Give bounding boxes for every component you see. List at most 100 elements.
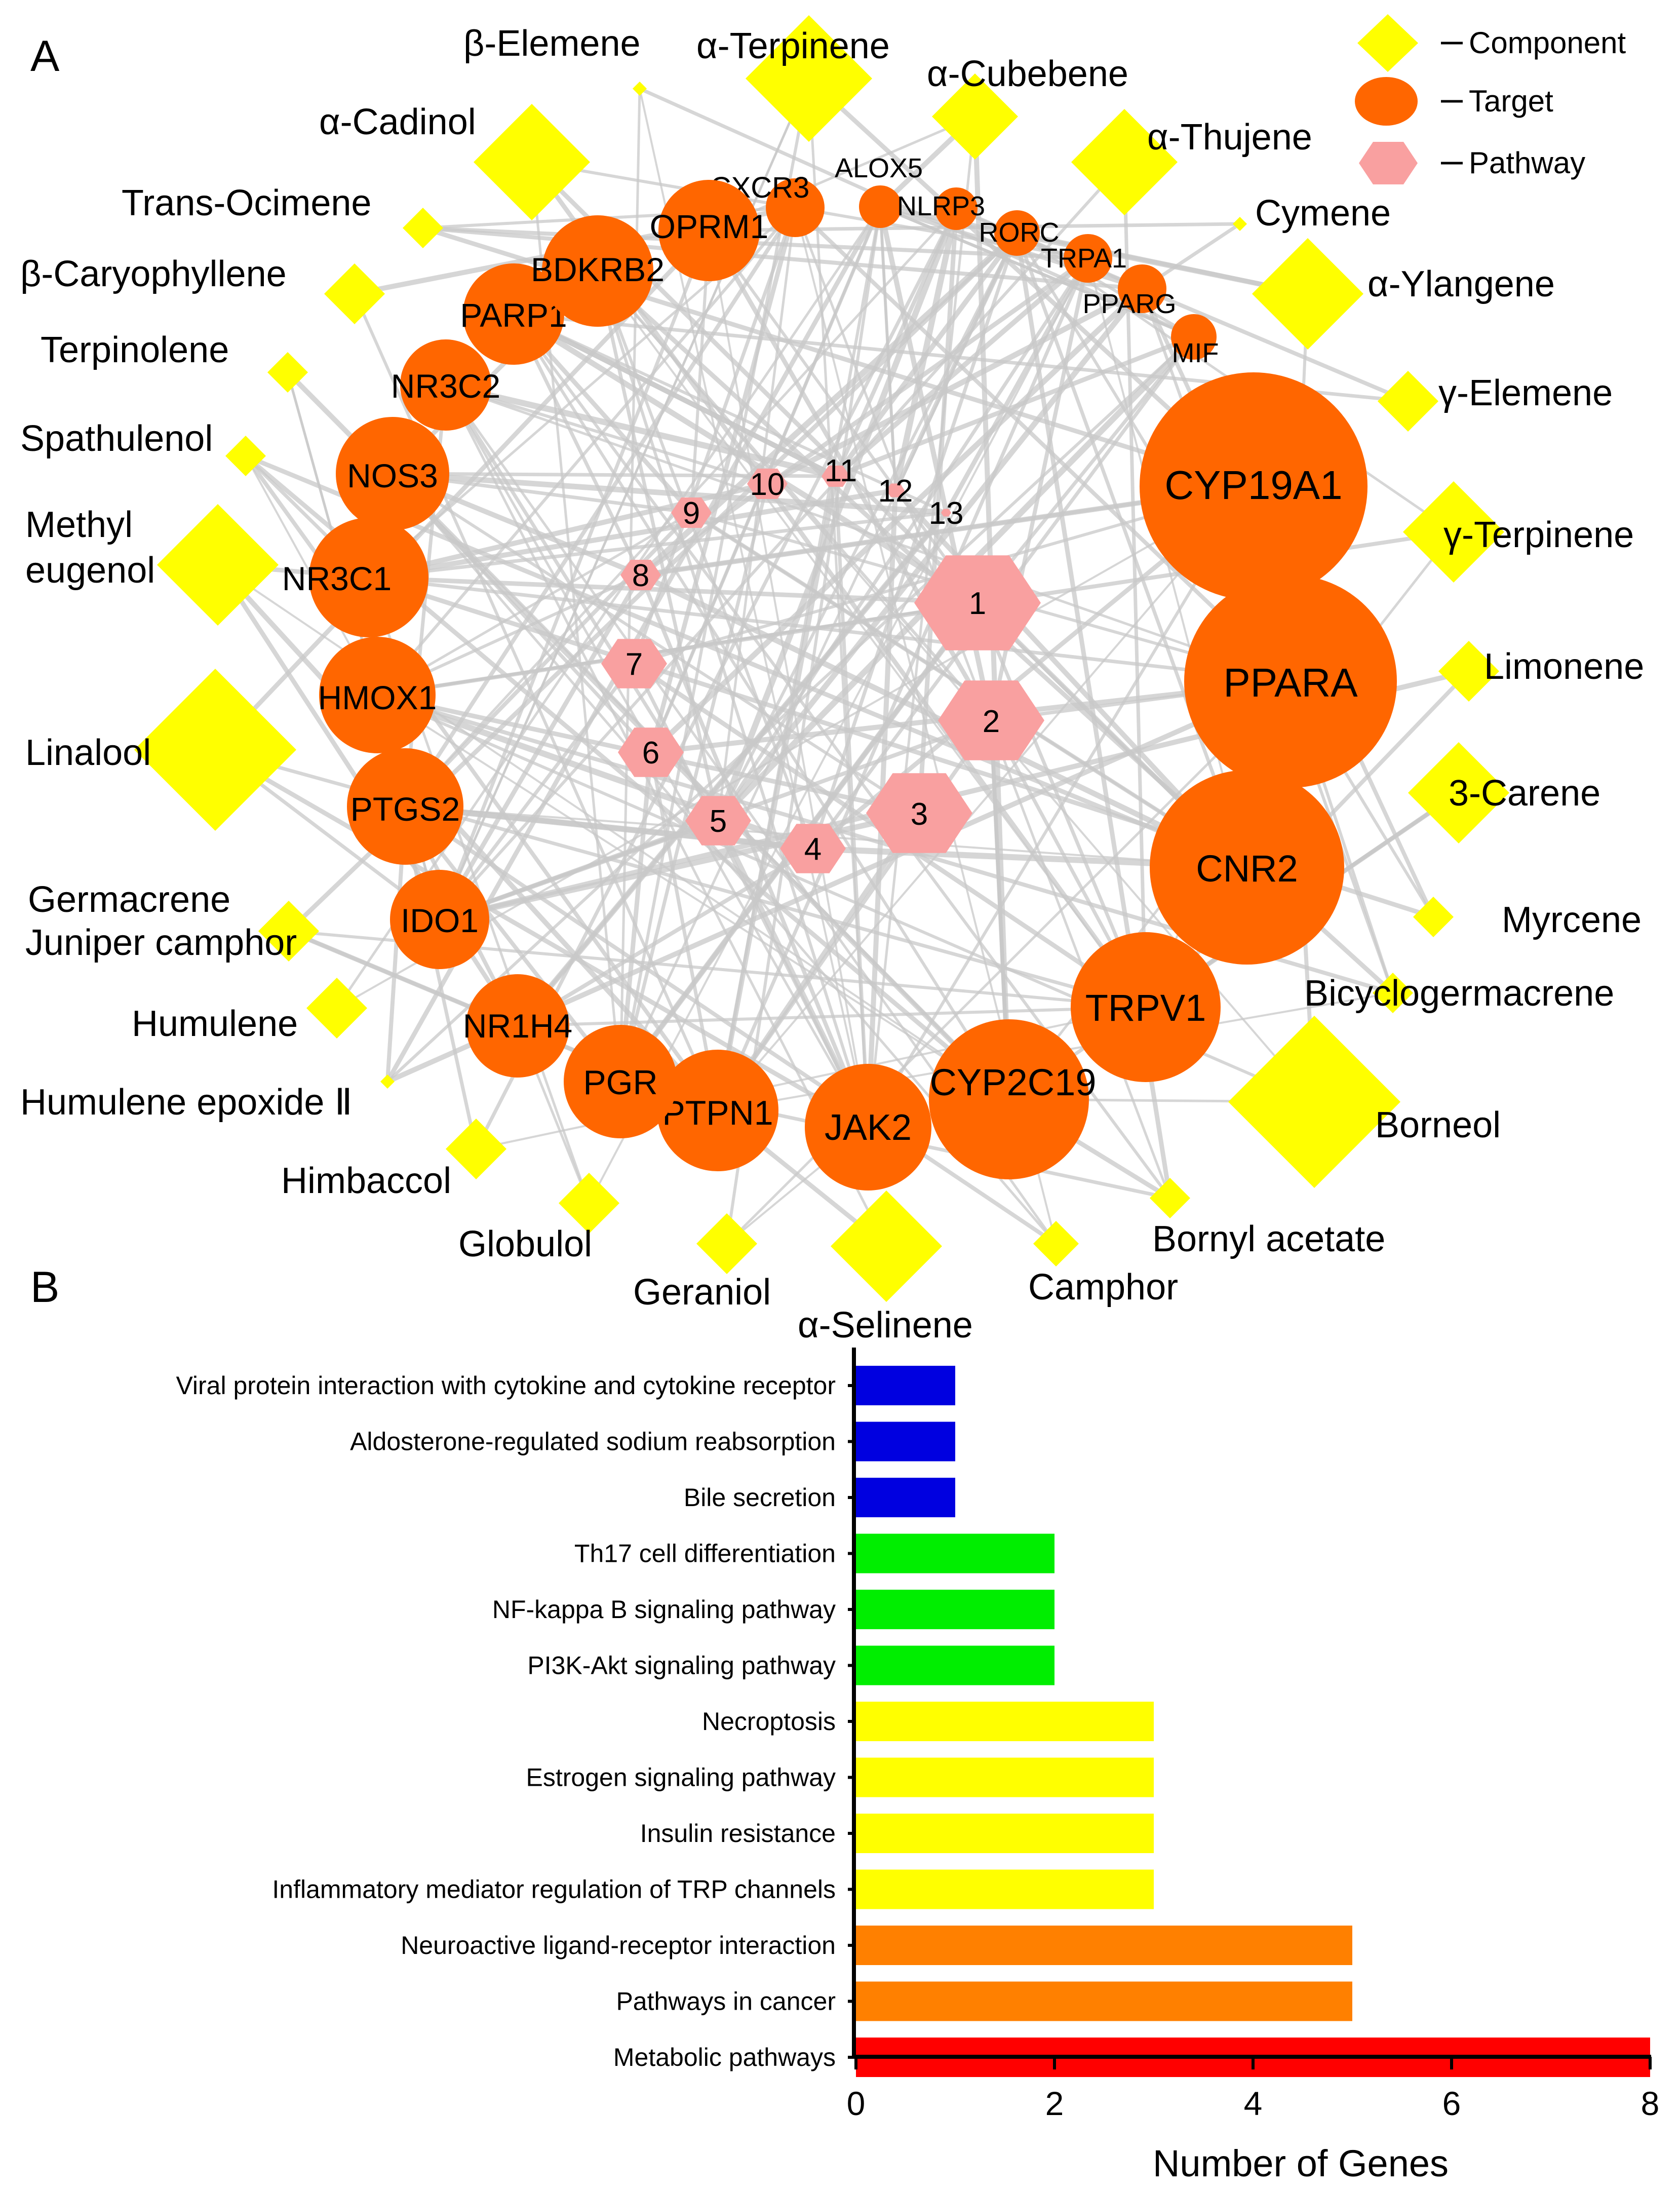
component-label-bicyclogermacrene: Bicyclogermacrene bbox=[1304, 973, 1614, 1014]
legend-pathway-hexagon bbox=[1359, 142, 1418, 184]
component-node-bicyclogermacrene bbox=[1373, 973, 1413, 1013]
target-label-ptpn1: PTPN1 bbox=[662, 1094, 773, 1132]
network-edge bbox=[513, 313, 947, 514]
component-node-terpinolene bbox=[267, 352, 308, 393]
target-node-mif bbox=[1171, 314, 1217, 360]
target-label-ido1: IDO1 bbox=[401, 902, 479, 939]
pathway-label-1: 1 bbox=[969, 586, 986, 621]
target-node-nr3c1 bbox=[309, 518, 428, 637]
bar-nf-kappa-b-signaling-pathway bbox=[856, 1590, 1054, 1629]
target-label-nlrp3: NLRP3 bbox=[897, 191, 985, 221]
category-label-necroptosis: Necroptosis bbox=[702, 1707, 836, 1736]
pathway-label-3: 3 bbox=[911, 797, 928, 832]
category-label-aldosterone-regulated-sodium-reabsorption: Aldosterone-regulated sodium reabsorptio… bbox=[350, 1428, 836, 1456]
network-edge bbox=[376, 694, 1010, 1100]
target-node-ptpn1 bbox=[657, 1050, 778, 1171]
component-node-terpinene bbox=[1403, 481, 1504, 583]
component-node-bornyl-acetate bbox=[1150, 1178, 1190, 1218]
network-edge bbox=[596, 270, 993, 721]
component-node-trans-ocimene bbox=[403, 208, 443, 248]
bar-inflammatory-mediator-regulation-of-trp-channels bbox=[856, 1869, 1154, 1909]
component-label-elemene: β-Elemene bbox=[463, 23, 641, 64]
network-edge bbox=[596, 270, 814, 850]
pathway-label-4: 4 bbox=[804, 832, 822, 867]
x-tick-label-0: 0 bbox=[847, 2085, 866, 2122]
component-node-spathulenol bbox=[225, 436, 266, 476]
network-edge bbox=[892, 208, 959, 491]
target-node-nr3c2 bbox=[400, 339, 491, 431]
network-edge bbox=[376, 511, 692, 697]
category-label-th17-cell-differentiation: Th17 cell differentiation bbox=[574, 1540, 836, 1568]
pathway-node-8 bbox=[620, 560, 661, 590]
target-node-nos3 bbox=[336, 417, 449, 530]
network-edge bbox=[708, 229, 979, 604]
category-label-viral-protein-interaction-with-cytokine-and-cytokine-receptor: Viral protein interaction with cytokine … bbox=[176, 1371, 836, 1400]
target-node-parp1 bbox=[463, 263, 564, 365]
pathway-node-5 bbox=[685, 796, 751, 846]
network-edge bbox=[377, 601, 978, 697]
target-node-ppara bbox=[1184, 575, 1397, 788]
component-node-3-carene bbox=[1408, 742, 1509, 843]
target-node-pgr bbox=[564, 1025, 677, 1138]
network-edge bbox=[516, 847, 814, 1028]
panel-a-letter: A bbox=[30, 32, 60, 81]
network-edge bbox=[368, 575, 978, 605]
target-label-bdkrb2: BDKRB2 bbox=[531, 251, 665, 288]
network-edge bbox=[1141, 287, 1409, 403]
component-node-myrcene bbox=[1413, 897, 1454, 937]
target-label-nr3c1: NR3C1 bbox=[282, 560, 392, 597]
category-label-inflammatory-mediator-regulation-of-trp-channels: Inflammatory mediator regulation of TRP … bbox=[272, 1875, 836, 1904]
component-label-himbaccol: Himbaccol bbox=[281, 1161, 451, 1201]
bar-pathways-in-cancer bbox=[856, 1981, 1352, 2021]
component-node-humulene bbox=[306, 978, 367, 1039]
target-label-ppara: PPARA bbox=[1223, 660, 1358, 705]
target-node-alox5 bbox=[859, 185, 902, 228]
component-label-camphor: Camphor bbox=[1028, 1267, 1178, 1308]
network-edge bbox=[716, 206, 882, 1111]
target-label-pparg: PPARG bbox=[1082, 289, 1176, 319]
network-edge bbox=[955, 207, 1143, 291]
panel-b-bar-chart: B Viral protein interaction with cytokin… bbox=[30, 1263, 1659, 2184]
target-label-rorc: RORC bbox=[979, 217, 1060, 248]
component-node-humulene-epoxide bbox=[380, 1074, 395, 1089]
target-node-pparg bbox=[1118, 264, 1166, 313]
bar-viral-protein-interaction-with-cytokine-and-cytokine-receptor bbox=[856, 1366, 955, 1405]
network-edge bbox=[717, 485, 1255, 1111]
component-label-globulol: Globulol bbox=[458, 1224, 592, 1264]
pathway-node-13 bbox=[941, 509, 951, 517]
category-label-bile-secretion: Bile secretion bbox=[684, 1483, 836, 1512]
legend-component-label: Component bbox=[1469, 26, 1626, 60]
network-edge bbox=[445, 383, 768, 485]
component-label-terpinolene: Terpinolene bbox=[41, 330, 229, 370]
target-label-trpv1: TRPV1 bbox=[1085, 987, 1206, 1029]
bar-necroptosis bbox=[856, 1702, 1154, 1741]
component-node-borneol bbox=[1228, 1016, 1400, 1188]
network-edge bbox=[512, 312, 979, 605]
network-edge bbox=[1015, 232, 1249, 868]
target-node-bdkrb2 bbox=[542, 215, 653, 327]
component-node-limonene bbox=[1438, 641, 1499, 702]
component-node-elemene bbox=[1378, 371, 1438, 432]
network-edge bbox=[708, 230, 869, 1128]
legend-target-circle bbox=[1355, 77, 1418, 126]
target-label-oprm1: OPRM1 bbox=[650, 208, 769, 245]
pathway-label-12: 12 bbox=[878, 474, 913, 509]
component-node-camphor bbox=[1033, 1221, 1079, 1266]
component-label-thujene: α-Thujene bbox=[1147, 117, 1312, 158]
target-label-trpa1: TRPA1 bbox=[1041, 243, 1127, 274]
component-label-linalool: Linalool bbox=[25, 733, 151, 773]
pathway-node-4 bbox=[780, 824, 846, 873]
network-edge bbox=[794, 206, 1292, 683]
target-node-cyp2c19 bbox=[929, 1019, 1089, 1179]
target-node-trpa1 bbox=[1064, 234, 1112, 283]
component-node-globulol bbox=[559, 1173, 619, 1234]
target-node-jak2 bbox=[805, 1064, 931, 1190]
target-label-cyp19a1: CYP19A1 bbox=[1164, 463, 1342, 508]
category-label-estrogen-signaling-pathway: Estrogen signaling pathway bbox=[526, 1763, 836, 1792]
component-label-terpinene: α-Terpinene bbox=[696, 26, 890, 66]
target-label-nr1h4: NR1H4 bbox=[463, 1007, 572, 1045]
pathway-label-8: 8 bbox=[632, 558, 649, 593]
component-node-methyl-eugenol bbox=[157, 504, 279, 626]
